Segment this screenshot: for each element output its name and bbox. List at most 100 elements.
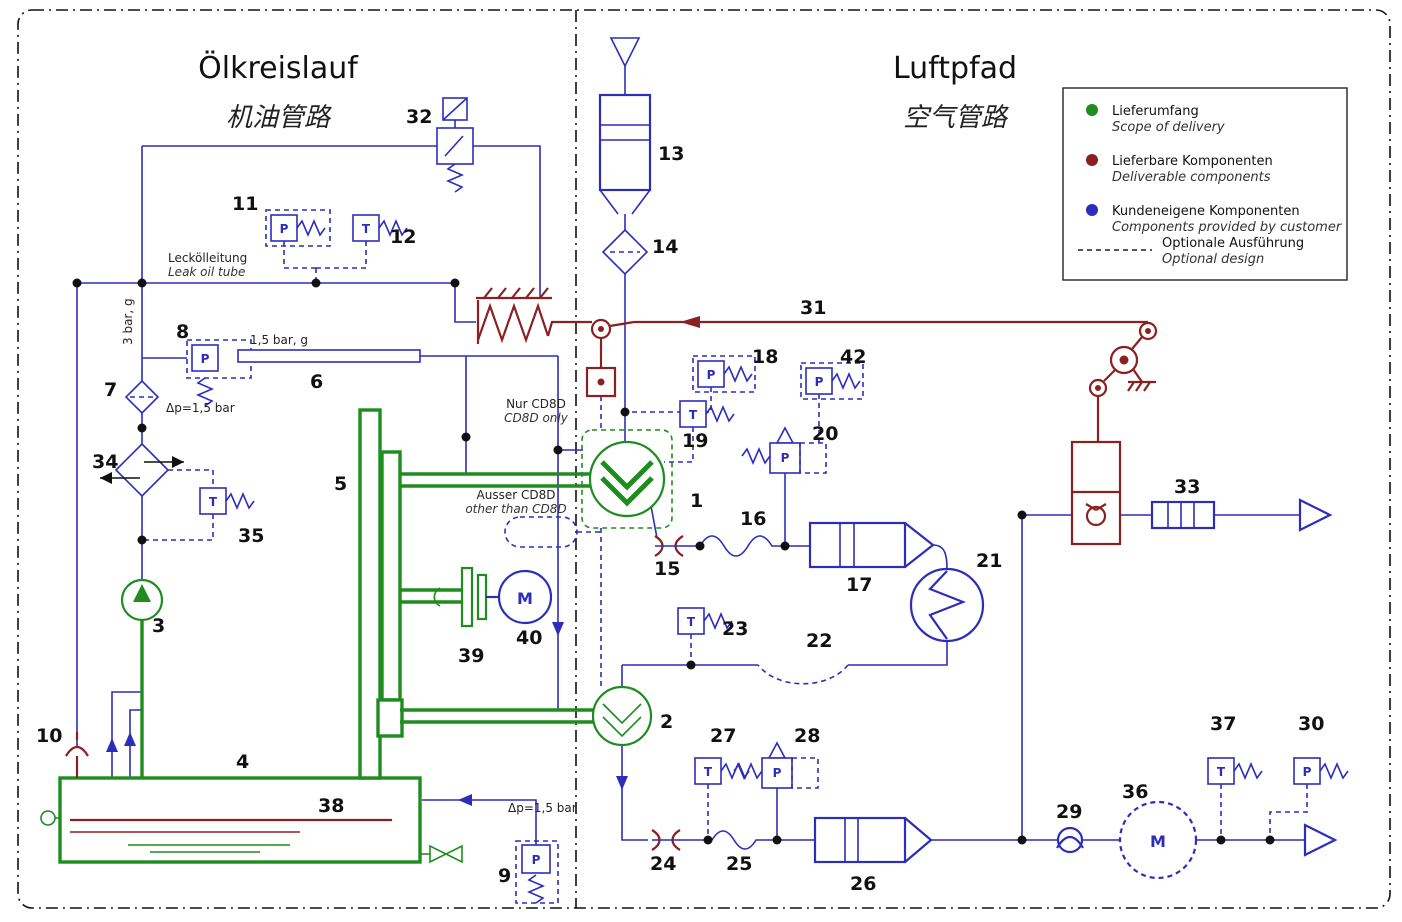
- flow-arrow-up-2: [124, 732, 136, 746]
- label-38: 38: [318, 795, 344, 817]
- flow-arrows: [106, 622, 628, 806]
- label-11: 11: [232, 193, 258, 215]
- svg-text:P: P: [773, 766, 782, 780]
- label-15: 15: [654, 558, 680, 580]
- separator-26: [813, 816, 933, 864]
- component-labels: 1 2 3 4 5 6 7 8 9 10 11 12 13 14 15 16 1…: [36, 106, 1324, 895]
- legend-dot-deliverable: [1086, 154, 1098, 166]
- intake-filter: [598, 93, 652, 215]
- breather: [65, 732, 89, 778]
- label-6: 6: [310, 371, 323, 393]
- svg-text:T: T: [704, 765, 713, 779]
- panel-borders: [17, 9, 1391, 909]
- control-line-31: [634, 316, 1148, 328]
- solenoid-valve: [436, 97, 474, 193]
- temperature-switch-37: T: [1207, 757, 1263, 785]
- svg-text:M: M: [1150, 832, 1166, 851]
- label-24: 24: [650, 853, 676, 875]
- legend: Lieferumfang Scope of delivery Lieferbar…: [1062, 87, 1348, 281]
- label-40: 40: [516, 627, 542, 649]
- pilot-valve: [585, 318, 635, 398]
- flex-hose-15: [654, 535, 684, 557]
- cd8d-other-de: Ausser CD8D: [477, 488, 556, 502]
- pressure-note-3bar: 3 bar, g: [121, 298, 135, 345]
- oil-distributor-bar: [237, 349, 421, 363]
- label-2: 2: [660, 711, 673, 733]
- label-13: 13: [658, 143, 684, 165]
- leak-oil-label-en: Leak oil tube: [168, 265, 245, 279]
- oil-pump: [120, 578, 164, 778]
- oil-optional-lines: [142, 241, 367, 541]
- svg-text:P: P: [707, 368, 716, 382]
- label-8: 8: [176, 321, 189, 343]
- label-20: 20: [812, 423, 838, 445]
- label-25: 25: [726, 853, 752, 875]
- legend-customer-en: Components provided by customer: [1112, 220, 1343, 235]
- label-27: 27: [710, 725, 736, 747]
- label-26: 26: [850, 873, 876, 895]
- label-7: 7: [104, 379, 117, 401]
- label-34: 34: [92, 451, 118, 473]
- legend-box: [1062, 87, 1348, 281]
- label-4: 4: [236, 751, 249, 773]
- main-motor: M: [486, 569, 553, 625]
- cd8d-other-en: other than CD8D: [465, 502, 566, 516]
- pressure-switch-30: P: [1293, 757, 1349, 785]
- svg-text:P: P: [815, 375, 824, 389]
- oil-temperature-switch-12: T: [352, 214, 408, 242]
- interstage-hose-22: [757, 664, 849, 685]
- legend-dot-scope: [1086, 104, 1098, 116]
- intercooler: [909, 567, 985, 643]
- svg-text:T: T: [209, 495, 218, 509]
- air-outlet-top: [1298, 498, 1333, 532]
- svg-text:P: P: [280, 222, 289, 236]
- svg-text:P: P: [1303, 765, 1312, 779]
- dp-note-bottom: Δp=1,5 bar: [508, 801, 577, 815]
- oil-circuit-title-zh: 机油管路: [226, 103, 332, 133]
- air-path-title-zh: 空气管路: [903, 103, 1009, 133]
- label-42: 42: [840, 346, 866, 368]
- legend-optional-en: Optional design: [1162, 252, 1264, 267]
- label-18: 18: [752, 346, 778, 368]
- oil-level-green: [128, 844, 290, 853]
- label-19: 19: [682, 430, 708, 452]
- label-3: 3: [152, 615, 165, 637]
- label-5: 5: [334, 473, 347, 495]
- intake-valve-linkage: [1088, 321, 1158, 442]
- outer-border: [17, 9, 1391, 909]
- flow-arrow-up: [106, 738, 118, 752]
- label-30: 30: [1298, 713, 1324, 735]
- discharge-valve: [1070, 440, 1122, 546]
- label-29: 29: [1056, 801, 1082, 823]
- drain-valve: [429, 844, 448, 864]
- oil-cooler: [100, 442, 184, 498]
- pressure-note-15bar: 1,5 bar, g: [250, 333, 308, 347]
- pressure-switch-18: P: [692, 355, 756, 393]
- gearbox: [358, 408, 593, 780]
- cooling-air-arrow-2: [172, 456, 184, 468]
- svg-text:T: T: [689, 408, 698, 422]
- separator-17: [808, 521, 935, 569]
- label-17: 17: [846, 574, 872, 596]
- relief-valve-20: P: [741, 426, 827, 474]
- cooling-air-arrow: [100, 472, 112, 484]
- flow-arrow-31: [680, 316, 700, 328]
- label-9: 9: [498, 865, 511, 887]
- label-12: 12: [390, 226, 416, 248]
- svg-text:T: T: [1217, 765, 1226, 779]
- legend-scope-en: Scope of delivery: [1112, 120, 1225, 135]
- scavenge-valve: P: [515, 840, 559, 904]
- label-23: 23: [722, 618, 748, 640]
- legend-deliverable-en: Deliverable components: [1112, 170, 1271, 185]
- temperature-switch-19: T: [679, 400, 735, 428]
- legend-customer-de: Kundeneigene Komponenten: [1112, 204, 1300, 219]
- label-28: 28: [794, 725, 820, 747]
- relief-valve-28: P: [733, 741, 819, 789]
- coupling: [433, 566, 488, 628]
- label-22: 22: [806, 630, 832, 652]
- temperature-switch-23: T: [677, 607, 733, 635]
- label-32: 32: [406, 106, 432, 128]
- pressure-switch-42: P: [800, 362, 864, 400]
- oil-pressure-switch-11: P: [265, 209, 331, 247]
